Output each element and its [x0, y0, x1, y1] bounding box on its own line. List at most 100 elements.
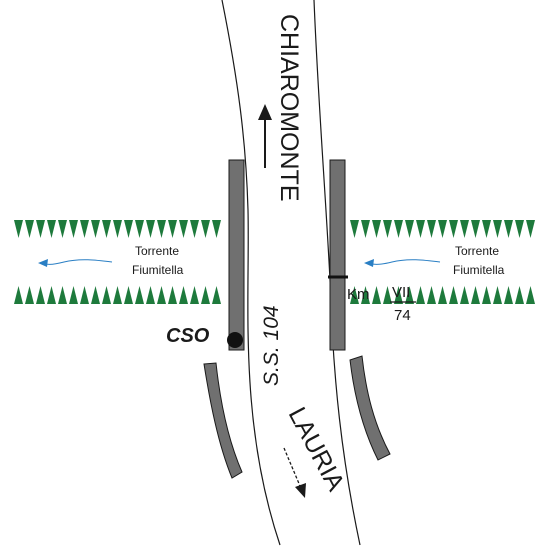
vegetation-tooth [69, 286, 78, 304]
vegetation-tooth [493, 286, 502, 304]
route-number-label: S.S. 104 [260, 305, 283, 386]
north-arrow-head [258, 104, 272, 120]
vegetation-tooth [135, 286, 144, 304]
vegetation-tooth [416, 286, 425, 304]
vegetation-tooth [515, 220, 524, 238]
road-edge-west [221, 0, 281, 546]
vegetation-tooth [135, 220, 144, 238]
vegetation-tooth [179, 220, 188, 238]
vegetation-tooth [471, 286, 480, 304]
vegetation-tooth [372, 220, 381, 238]
vegetation-tooth [190, 220, 199, 238]
vegetation-tooth [212, 286, 221, 304]
guardrail-southeast [349, 355, 391, 461]
south-direction-arrow [283, 447, 301, 487]
vegetation-tooth [47, 286, 56, 304]
vegetation-tooth [372, 286, 381, 304]
vegetation-tooth [383, 220, 392, 238]
vegetation-tooth [102, 286, 111, 304]
vegetation-tooth [438, 286, 447, 304]
stream-bank-north [14, 220, 535, 238]
north-destination-label: CHIAROMONTE [275, 14, 303, 202]
vegetation-tooth [124, 220, 133, 238]
vegetation-tooth [201, 286, 210, 304]
vegetation-tooth [146, 286, 155, 304]
vegetation-tooth [157, 220, 166, 238]
vegetation-tooth [58, 220, 67, 238]
vegetation-tooth [449, 286, 458, 304]
vegetation-tooth [80, 220, 89, 238]
cso-point-label: CSO [166, 325, 210, 347]
vegetation-tooth [25, 286, 34, 304]
vegetation-tooth [383, 286, 392, 304]
south-arrow-head [295, 483, 306, 498]
south-destination-label: LAURIA [283, 403, 350, 496]
vegetation-tooth [394, 286, 403, 304]
vegetation-tooth [405, 220, 414, 238]
vegetation-tooth [157, 286, 166, 304]
vegetation-tooth [504, 286, 513, 304]
vegetation-tooth [427, 220, 436, 238]
vegetation-tooth [350, 286, 359, 304]
vegetation-tooth [91, 286, 100, 304]
bridge-parapet-west [228, 159, 245, 351]
vegetation-tooth [361, 220, 370, 238]
stream-flow-arrowhead-west [38, 259, 48, 267]
stream-bank-south [14, 286, 535, 304]
vegetation-tooth [212, 220, 221, 238]
kilometre-prefix-label: Km [347, 286, 370, 303]
vegetation-tooth [47, 220, 56, 238]
kilometre-numerator-label: VII [392, 284, 410, 301]
vegetation-tooth [190, 286, 199, 304]
vegetation-tooth [526, 286, 535, 304]
guardrail-southwest [203, 362, 243, 479]
vegetation-tooth [36, 286, 45, 304]
vegetation-tooth [405, 286, 414, 304]
vegetation-tooth [471, 220, 480, 238]
vegetation-tooth [438, 220, 447, 238]
vegetation-tooth [350, 220, 359, 238]
vegetation-tooth [449, 220, 458, 238]
vegetation-tooth [36, 220, 45, 238]
stream-label-west-line2: Fiumitella [132, 263, 184, 277]
vegetation-tooth [460, 220, 469, 238]
vegetation-tooth [69, 220, 78, 238]
stream-flow-arrow-west [41, 259, 113, 265]
vegetation-tooth [146, 220, 155, 238]
vegetation-tooth [113, 286, 122, 304]
vegetation-tooth [526, 220, 535, 238]
vegetation-tooth [113, 220, 122, 238]
stream-flow-arrowhead-east [364, 259, 374, 267]
vegetation-tooth [91, 220, 100, 238]
bridge-parapet-east [329, 159, 346, 351]
vegetation-tooth [515, 286, 524, 304]
vegetation-tooth [416, 220, 425, 238]
vegetation-tooth [168, 220, 177, 238]
vegetation-tooth [493, 220, 502, 238]
vegetation-tooth [25, 220, 34, 238]
vegetation-tooth [361, 286, 370, 304]
vegetation-tooth [482, 220, 491, 238]
stream-label-east-line1: Torrente [455, 244, 499, 258]
vegetation-tooth [394, 220, 403, 238]
vegetation-tooth [482, 286, 491, 304]
vegetation-tooth [504, 220, 513, 238]
stream-label-east-line2: Fiumitella [453, 263, 505, 277]
vegetation-tooth [201, 220, 210, 238]
kilometre-denominator-label: 74 [394, 307, 411, 324]
cso-point-marker [227, 332, 243, 348]
stream-flow-arrow-east [367, 259, 441, 265]
vegetation-tooth [14, 286, 23, 304]
stream-label-west-line1: Torrente [135, 244, 179, 258]
vegetation-tooth [14, 220, 23, 238]
vegetation-tooth [80, 286, 89, 304]
vegetation-tooth [124, 286, 133, 304]
vegetation-tooth [58, 286, 67, 304]
vegetation-tooth [168, 286, 177, 304]
vegetation-tooth [427, 286, 436, 304]
vegetation-tooth [102, 220, 111, 238]
vegetation-tooth [179, 286, 188, 304]
vegetation-tooth [460, 286, 469, 304]
